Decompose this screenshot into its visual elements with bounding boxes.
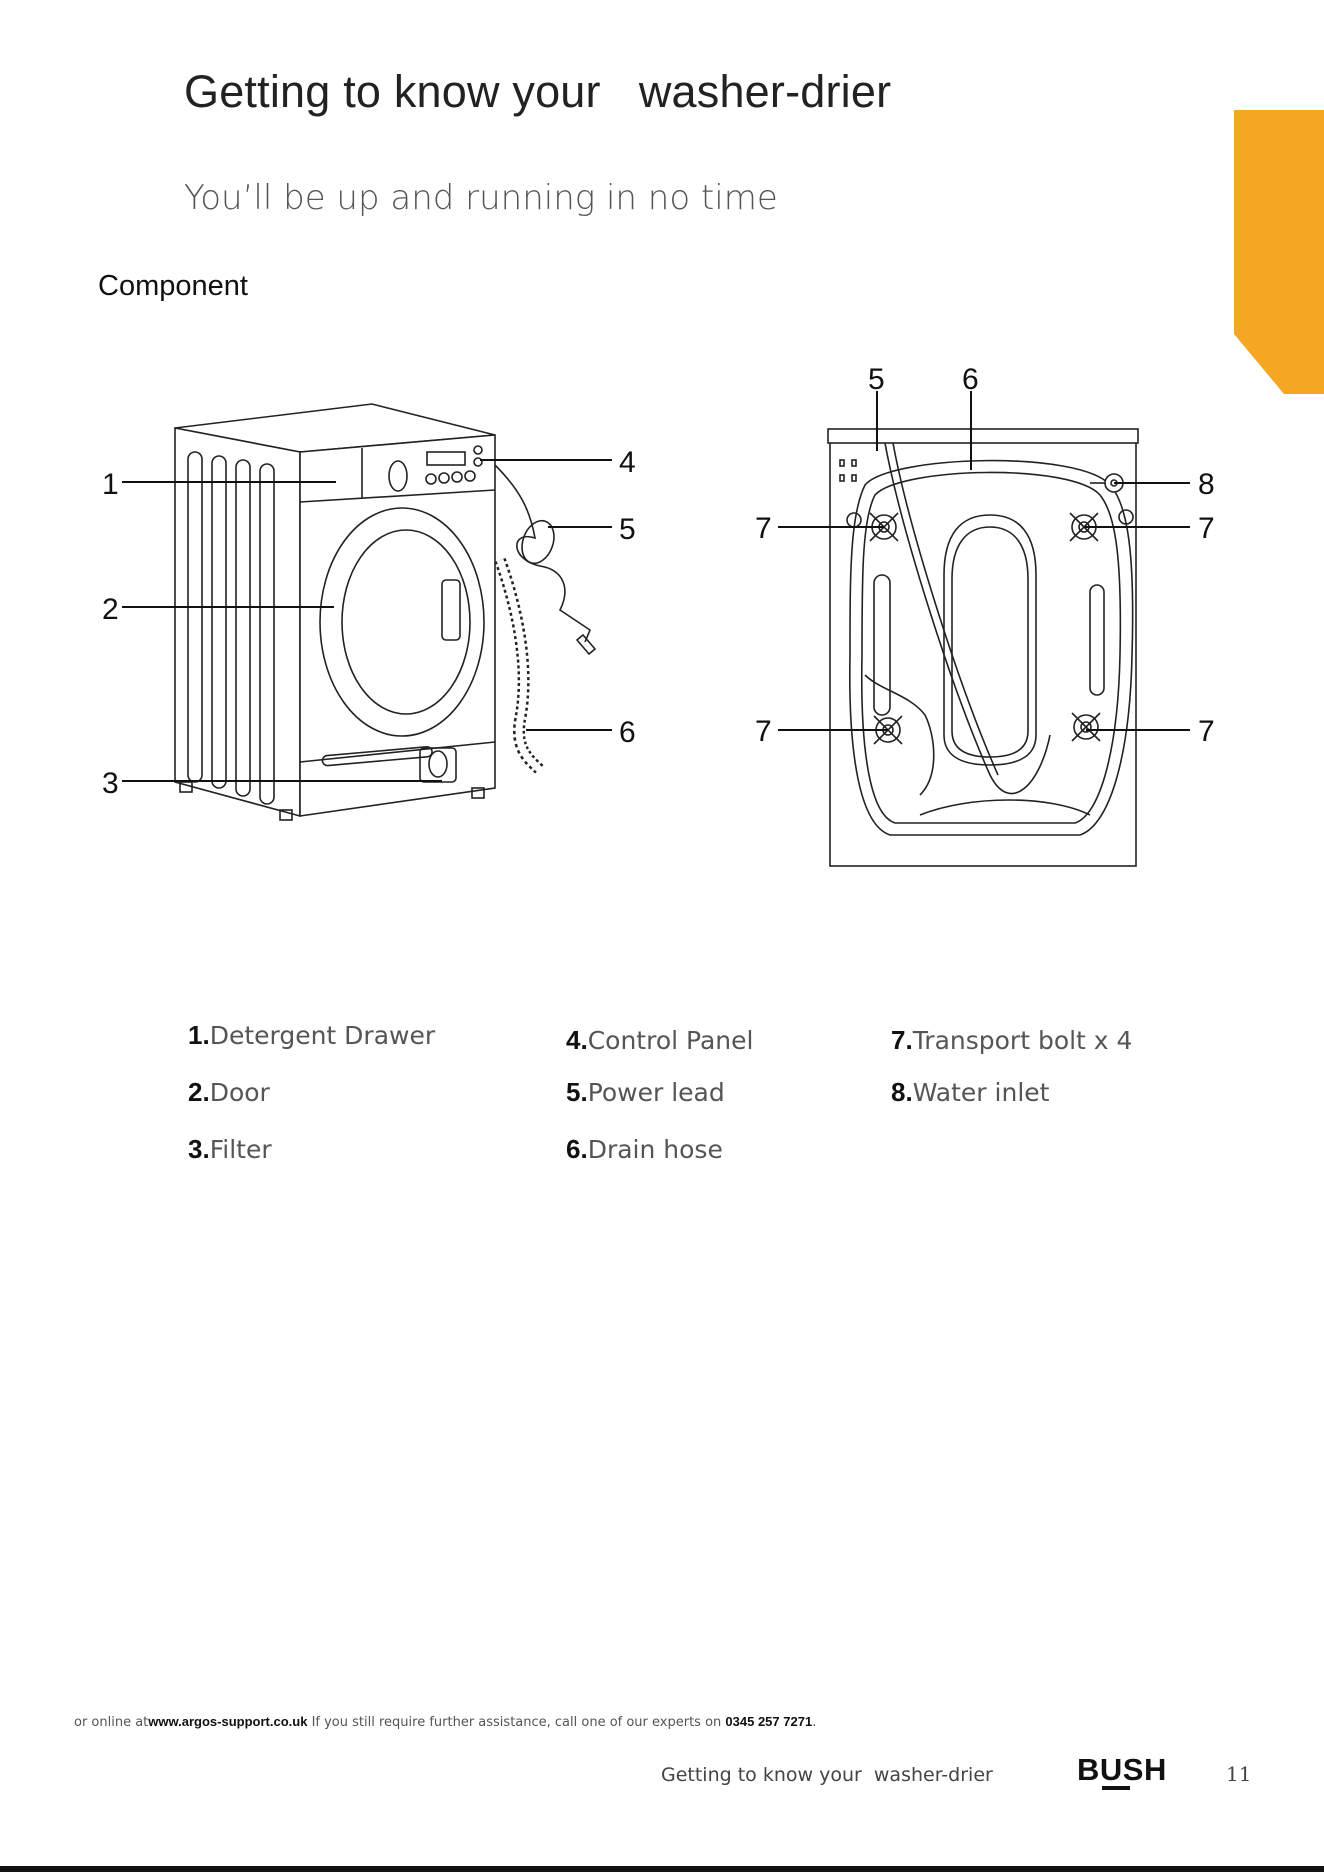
legend-label: Transport bolt x 4 bbox=[912, 1026, 1133, 1055]
back-callout-7-top-left: 7 bbox=[755, 512, 772, 545]
page-number: 11 bbox=[1226, 1762, 1252, 1786]
legend-number: 4. bbox=[566, 1025, 588, 1055]
front-callout-3: 3 bbox=[102, 767, 119, 800]
legend-item-5: 5.Power lead bbox=[566, 1077, 725, 1108]
legend-number: 1. bbox=[188, 1020, 210, 1050]
legend-label: Water inlet bbox=[912, 1078, 1050, 1107]
legend-number: 8. bbox=[891, 1077, 913, 1107]
legend-item-8: 8.Water inlet bbox=[891, 1077, 1049, 1108]
front-callout-4: 4 bbox=[619, 446, 636, 479]
support-website-link[interactable]: www.argos-support.co.uk bbox=[148, 1714, 308, 1729]
back-callout-7-bottom-right: 7 bbox=[1198, 715, 1215, 748]
front-callout-2: 2 bbox=[102, 593, 119, 626]
back-callout-8: 8 bbox=[1198, 468, 1215, 501]
legend-label: Detergent Drawer bbox=[209, 1021, 436, 1050]
page-title: Getting to know your washer-drier bbox=[184, 66, 892, 117]
legend-label: Filter bbox=[209, 1135, 272, 1164]
brand-logo: BUSH bbox=[1077, 1752, 1167, 1787]
legend-label: Door bbox=[209, 1078, 270, 1107]
legend-number: 5. bbox=[566, 1077, 588, 1107]
front-callout-5: 5 bbox=[619, 513, 636, 546]
back-callout-6: 6 bbox=[962, 363, 979, 396]
transport-bolt-bottom-right bbox=[1071, 712, 1101, 742]
back-callout-5: 5 bbox=[868, 363, 885, 396]
legend-item-1: 1.Detergent Drawer bbox=[188, 1020, 435, 1051]
brand-logo-underline bbox=[1102, 1786, 1130, 1790]
legend-label: Drain hose bbox=[587, 1135, 723, 1164]
legend-label: Control Panel bbox=[587, 1026, 754, 1055]
footer-note-middle: If you still require further assistance,… bbox=[307, 1715, 726, 1730]
legend-item-4: 4.Control Panel bbox=[566, 1025, 753, 1056]
washer-back-drawing bbox=[827, 428, 1139, 867]
page-subtitle: You’ll be up and running in no time bbox=[184, 178, 778, 218]
washer-front-drawing bbox=[174, 403, 597, 821]
chapter-tab bbox=[1234, 110, 1324, 394]
front-callout-6: 6 bbox=[619, 716, 636, 749]
back-view-diagram: 5 6 7 7 7 7 8 bbox=[755, 363, 1215, 867]
section-heading: Component bbox=[98, 270, 248, 302]
front-callout-1: 1 bbox=[102, 468, 119, 501]
legend-item-7: 7.Transport bolt x 4 bbox=[891, 1025, 1132, 1056]
legend-label: Power lead bbox=[587, 1078, 725, 1107]
front-view-diagram: 1 2 3 4 5 6 bbox=[102, 403, 636, 821]
footer-note-prefix: or online at bbox=[74, 1715, 149, 1730]
legend-item-2: 2.Door bbox=[188, 1077, 270, 1108]
running-footer-title: Getting to know your washer-drier bbox=[661, 1764, 993, 1786]
bottom-border bbox=[0, 1866, 1324, 1872]
footer-support-note: or online atwww.argos-support.co.uk If y… bbox=[74, 1714, 816, 1730]
legend-number: 6. bbox=[566, 1134, 588, 1164]
legend-item-6: 6.Drain hose bbox=[566, 1134, 723, 1165]
legend-number: 2. bbox=[188, 1077, 210, 1107]
support-phone: 0345 257 7271 bbox=[725, 1714, 813, 1729]
legend-number: 3. bbox=[188, 1134, 210, 1164]
back-callout-7-top-right: 7 bbox=[1198, 512, 1215, 545]
legend-number: 7. bbox=[891, 1025, 913, 1055]
back-callout-7-bottom-left: 7 bbox=[755, 715, 772, 748]
legend-item-3: 3.Filter bbox=[188, 1134, 272, 1165]
footer-note-suffix: . bbox=[812, 1715, 817, 1730]
